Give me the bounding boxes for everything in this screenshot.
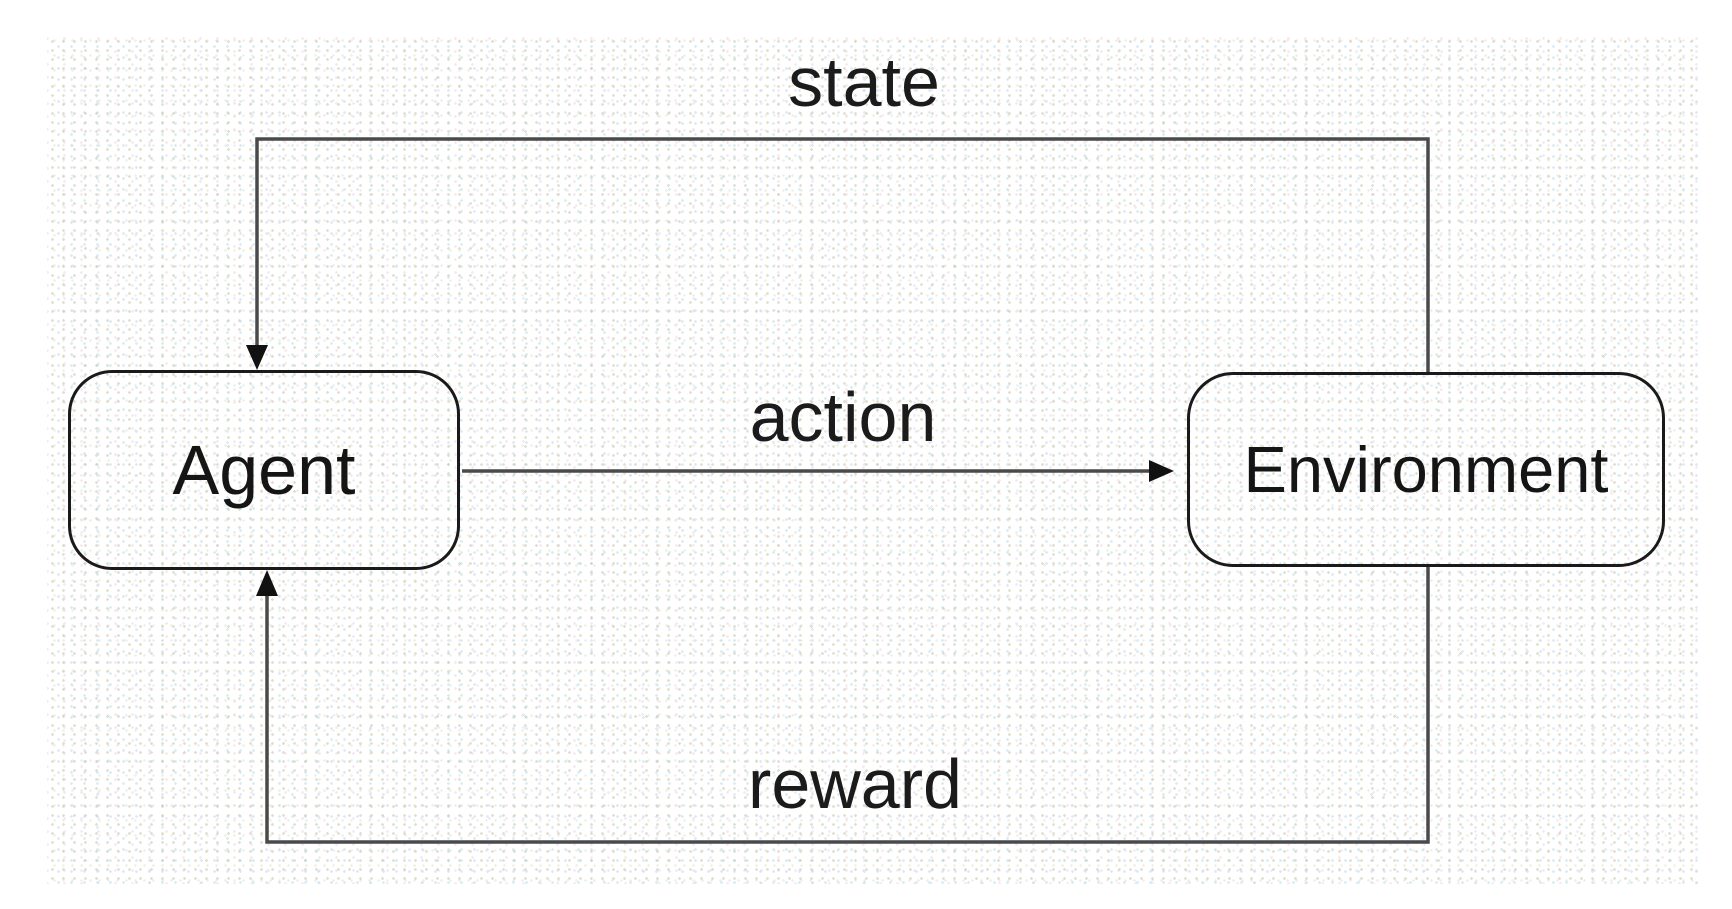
agent-node: Agent [68,370,460,570]
action-edge-label: action [749,378,937,456]
reward-edge-label: reward [748,745,962,823]
agent-node-label: Agent [172,431,356,509]
state-edge-label: state [788,43,940,121]
environment-node-label: Environment [1243,433,1609,506]
environment-node: Environment [1187,372,1665,567]
